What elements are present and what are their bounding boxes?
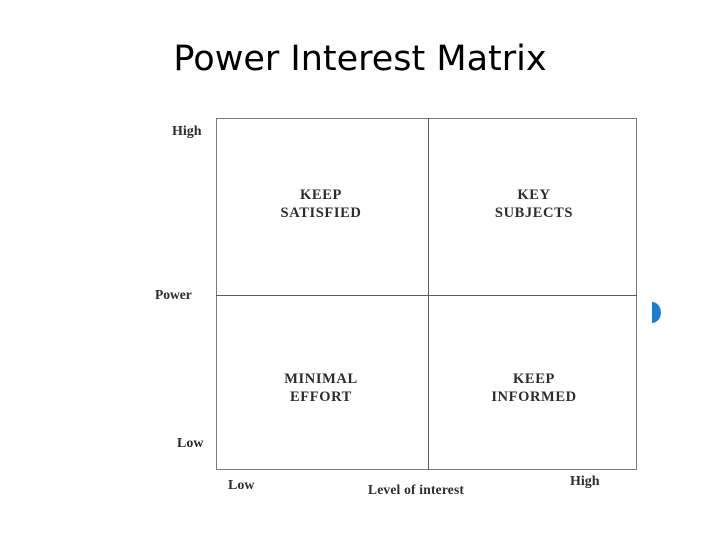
quadrant-keep-satisfied[interactable]: KEEP SATISFIED — [216, 118, 426, 294]
horizontal-divider — [216, 295, 637, 296]
power-interest-matrix: KEEP SATISFIED KEY SUBJECTS MINIMAL EFFO… — [216, 118, 637, 470]
quadrant-label: KEEP INFORMED — [491, 371, 577, 405]
quadrant-keep-informed[interactable]: KEEP INFORMED — [429, 296, 639, 472]
x-axis-tick-high: High — [570, 474, 600, 489]
y-axis-title: Power — [155, 287, 192, 302]
vertical-divider — [428, 118, 429, 470]
right-edge-handle-icon[interactable] — [652, 302, 661, 323]
x-axis-title: Level of interest — [368, 482, 465, 497]
quadrant-key-subjects[interactable]: KEY SUBJECTS — [429, 118, 639, 294]
quadrant-label: KEEP SATISFIED — [280, 187, 362, 221]
x-axis-tick-low: Low — [228, 478, 255, 493]
quadrant-label: MINIMAL EFFORT — [284, 371, 358, 405]
matrix-frame — [216, 118, 637, 470]
y-axis-tick-low: Low — [177, 436, 204, 451]
quadrant-label: KEY SUBJECTS — [494, 187, 574, 221]
quadrant-minimal-effort[interactable]: MINIMAL EFFORT — [216, 296, 426, 472]
y-axis-tick-high: High — [172, 124, 202, 139]
page-title: Power Interest Matrix — [173, 39, 547, 79]
